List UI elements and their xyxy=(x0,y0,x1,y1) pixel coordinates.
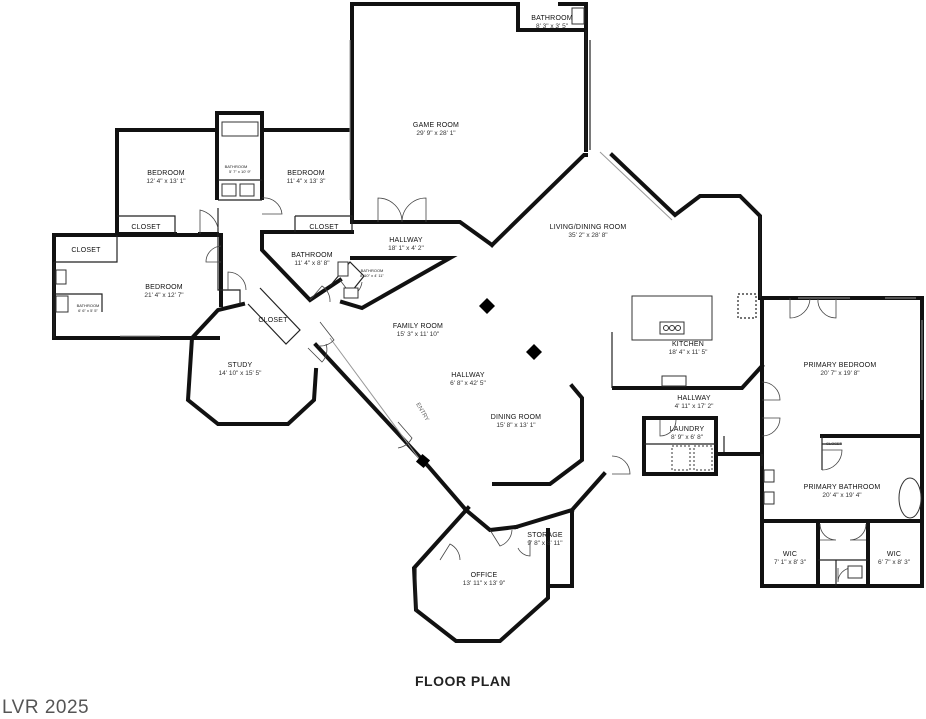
storage-walls xyxy=(513,471,607,588)
bathroom2-name: BATHROOM xyxy=(291,252,333,259)
washer xyxy=(671,445,691,471)
bedroom2-name: BEDROOM xyxy=(287,170,325,177)
fireplace-2 xyxy=(526,344,542,360)
dryer xyxy=(693,445,713,471)
entry-walls xyxy=(313,342,469,513)
watermark: LVR 2025 xyxy=(2,697,90,718)
wic2-dims: 6' 7" x 8' 3" xyxy=(878,559,911,566)
wic1-name: WIC xyxy=(783,551,797,558)
hallway2-name: HALLWAY xyxy=(451,372,485,379)
fridge xyxy=(737,293,757,319)
walls xyxy=(52,2,924,643)
primary-bath-name: PRIMARY BATHROOM xyxy=(804,484,881,491)
office-dims: 13' 11" x 13' 9" xyxy=(463,580,506,587)
study-dims: 14' 10" x 15' 5" xyxy=(219,370,263,377)
game-room-name: GAME ROOM xyxy=(413,122,459,129)
bath-small1-walls xyxy=(215,111,264,200)
closet5-name: CLOSET xyxy=(826,441,843,446)
bedroom3-dims: 21' 4" x 12' 7" xyxy=(144,292,184,299)
bath-small1-name: BATHROOM xyxy=(225,164,248,169)
dining-dims: 15' 8" x 13' 1" xyxy=(496,422,536,429)
bedroom3-name: BEDROOM xyxy=(145,284,183,291)
entry-label: ENTRY xyxy=(414,402,429,423)
primary-bedroom-name: PRIMARY BEDROOM xyxy=(804,362,877,369)
kitchen-name: KITCHEN xyxy=(672,341,704,348)
office-upper-wall xyxy=(463,507,519,533)
bathroom-top-name: BATHROOM xyxy=(531,15,573,22)
bedroom2-dims: 11' 4" x 13' 3" xyxy=(287,178,326,185)
bathroom-top-dims: 8' 3" x 3' 5" xyxy=(536,23,569,30)
entry-post xyxy=(415,453,431,469)
fireplace-1 xyxy=(479,298,495,314)
primary-bedroom-dims: 20' 7" x 19' 8" xyxy=(820,370,860,377)
storage-dims: 9' 8" x 8' 11" xyxy=(527,540,563,547)
bath-small3-dims: 6' 6" x 5' 5" xyxy=(78,308,98,313)
bath-small3-name: BATHROOM xyxy=(77,303,100,308)
hallway3-dims: 4' 11" x 17' 2" xyxy=(675,403,714,410)
primary-tub xyxy=(898,477,922,519)
hallway1-dims: 18' 1" x 4' 2" xyxy=(388,245,424,252)
dining-name: DINING ROOM xyxy=(491,414,541,421)
living-dims: 35' 2" x 28' 8" xyxy=(568,232,608,239)
interior-lines xyxy=(53,30,923,612)
family-room-name: FAMILY ROOM xyxy=(393,323,443,330)
hallway1-walls xyxy=(339,220,495,311)
bedroom1-name: BEDROOM xyxy=(147,170,185,177)
bedroom2-walls xyxy=(260,128,354,234)
bath-small2-dims: 8' 10" x 4' 11" xyxy=(360,273,384,278)
dining-bay-walls xyxy=(492,383,584,486)
kitchen-walls xyxy=(612,363,765,390)
game-room-dims: 29' 9" x 28' 1" xyxy=(416,130,456,137)
laundry-walls xyxy=(642,416,718,476)
primary-bath-walls xyxy=(760,434,924,588)
office-name: OFFICE xyxy=(471,572,498,579)
primary-walls xyxy=(760,296,924,588)
kitchen-sink xyxy=(661,375,687,387)
bath-small1-dims: 5' 7" x 10' 9" xyxy=(229,169,252,174)
wic2-name: WIC xyxy=(887,551,901,558)
bath-small2-name: BATHROOM xyxy=(361,268,384,273)
wic1-dims: 7' 1" x 8' 3" xyxy=(774,559,807,566)
room-labels: GAME ROOM 29' 9" x 28' 1" BATHROOM 8' 3"… xyxy=(71,15,910,587)
study-walls xyxy=(185,301,319,426)
living-name: LIVING/DINING ROOM xyxy=(550,224,627,231)
kitchen-dims: 18' 4" x 11' 5" xyxy=(669,349,708,356)
family-room-dims: 15' 3" x 11' 10" xyxy=(397,331,440,338)
closet1-name: CLOSET xyxy=(131,224,161,231)
bedroom1-dims: 12' 4" x 13' 1" xyxy=(146,178,186,185)
study-name: STUDY xyxy=(228,362,253,369)
fixtures xyxy=(55,7,922,579)
closet3-name: CLOSET xyxy=(71,247,101,254)
storage-name: STORAGE xyxy=(527,532,563,539)
hallway3-name: HALLWAY xyxy=(677,395,711,402)
hallway2-dims: 6' 8" x 42' 5" xyxy=(450,380,486,387)
hallway1-name: HALLWAY xyxy=(389,237,423,244)
bathroom2-dims: 11' 4" x 8' 8" xyxy=(294,260,330,267)
bathroom2-walls xyxy=(260,230,343,303)
primary-bath-dims: 20' 4" x 19' 4" xyxy=(822,492,862,499)
bathroom-top-walls xyxy=(516,2,588,32)
plan-title: FLOOR PLAN xyxy=(415,673,511,689)
living-walls xyxy=(609,152,762,300)
laundry-dims: 8' 9" x 6' 8" xyxy=(671,434,704,441)
laundry-name: LAUNDRY xyxy=(670,426,705,433)
closet4-name: CLOSET xyxy=(258,317,288,324)
closet2-name: CLOSET xyxy=(309,224,339,231)
office-walls xyxy=(411,505,550,643)
game-room-diag-wall xyxy=(489,153,588,248)
